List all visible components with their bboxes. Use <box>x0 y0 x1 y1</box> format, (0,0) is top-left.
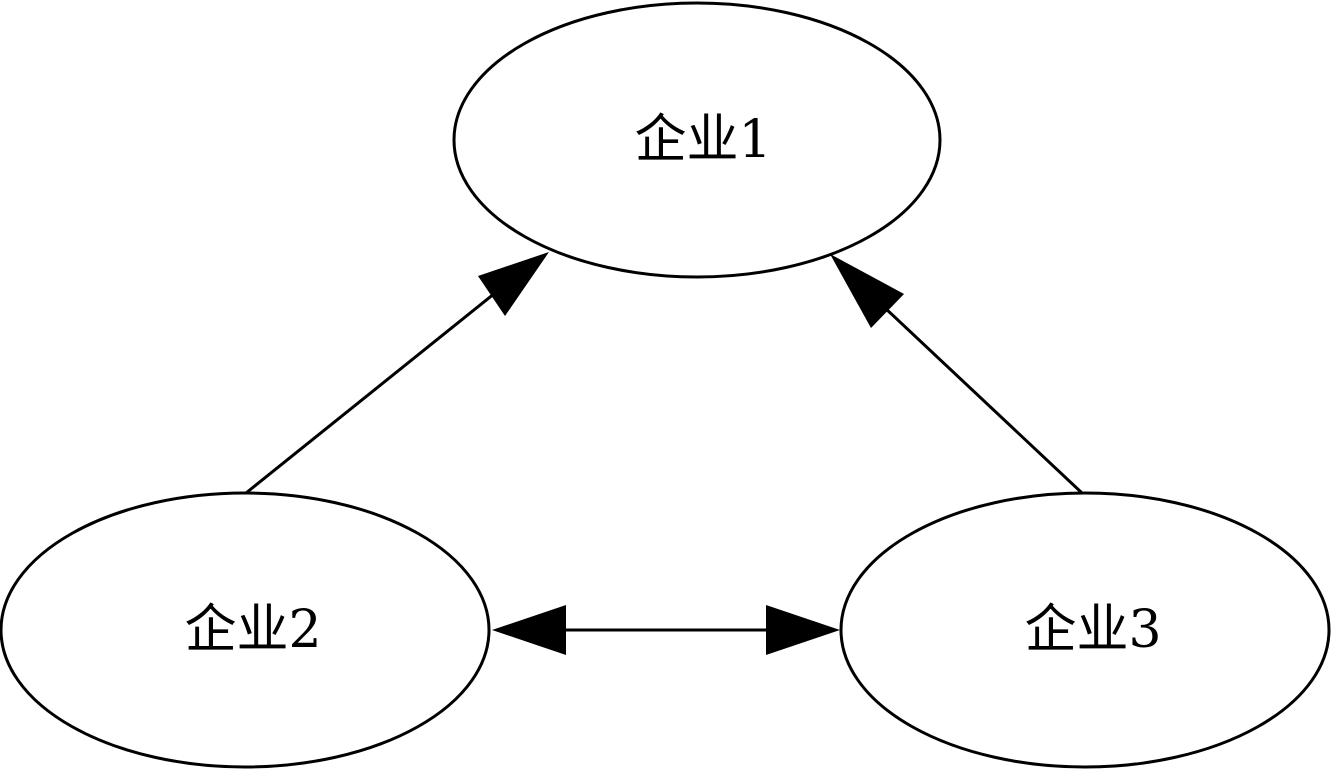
edge-n2-to-n1 <box>245 252 549 495</box>
edge-n3-to-n1 <box>830 254 1084 495</box>
node-enterprise-2: 企业2 <box>0 491 491 769</box>
edge-n2-n3-bidirectional <box>492 605 840 655</box>
node-enterprise-1-label: 企业1 <box>634 110 771 170</box>
node-enterprise-1: 企业1 <box>452 1 942 279</box>
arrowhead-to-n1-from-n2 <box>478 252 549 316</box>
node-enterprise-3-label: 企业3 <box>1024 600 1161 660</box>
arrowhead-to-n2 <box>492 605 566 655</box>
node-enterprise-3: 企业3 <box>839 491 1331 769</box>
arrowhead-to-n3 <box>766 605 840 655</box>
node-enterprise-2-label: 企业2 <box>184 600 321 660</box>
arrowhead-to-n1-from-n3 <box>830 254 904 328</box>
